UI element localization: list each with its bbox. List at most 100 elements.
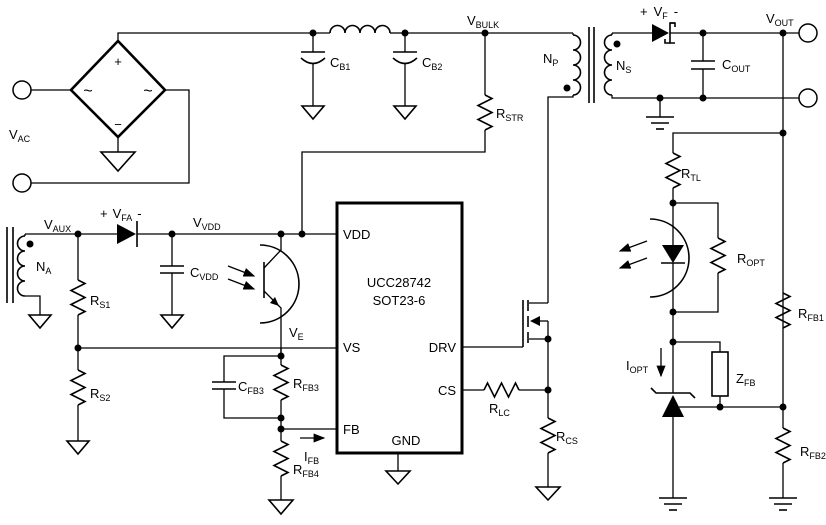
label-rs2: RS2 — [90, 386, 110, 403]
label-rfb1: RFB1 — [798, 306, 824, 323]
label-rcs: RCS — [556, 429, 578, 446]
diode-aux — [117, 224, 136, 244]
photo-transistor-arc — [259, 244, 300, 324]
ground-cb1 — [300, 105, 326, 121]
bridge-ac-left: ~ — [83, 83, 92, 100]
label-vfa: +VFA- — [100, 206, 142, 223]
ac-input: VAC — [9, 80, 190, 193]
resistor-rlc — [483, 381, 520, 399]
label-vbulk: VBULK — [467, 13, 499, 30]
sense-divider: RS1 RS2 — [65, 234, 337, 456]
label-cb1: CB1 — [330, 55, 350, 72]
fb-network: CFB3 RFB3 IFB RFB4 — [212, 348, 337, 516]
light-arrow — [227, 278, 256, 290]
label-vout: VOUT — [766, 11, 794, 28]
feedback-network: RTL ROPT ZFB IOPT — [618, 132, 826, 511]
winding-ns — [603, 34, 613, 96]
label-zfb: ZFB — [736, 371, 755, 388]
ns-polarity-dot — [613, 40, 621, 48]
ground-ic — [384, 470, 412, 486]
bridge-ac-right: ~ — [143, 83, 152, 100]
resistor-rfb3 — [272, 364, 290, 401]
vout-terminal-negative — [798, 88, 818, 108]
label-vaux: VAUX — [44, 217, 71, 234]
optocoupler-led — [662, 245, 684, 263]
pin-vdd: VDD — [343, 227, 370, 242]
label-cb2: CB2 — [422, 55, 442, 72]
pin-gnd: GND — [392, 433, 421, 448]
current-sense: RLC RCS — [462, 381, 578, 502]
ground-rcs — [534, 486, 562, 502]
ground-bridge — [99, 151, 137, 173]
label-np: NP — [543, 51, 558, 68]
aux-winding: NA VAUX — [6, 217, 117, 330]
label-cvdd: CVDD — [190, 265, 219, 282]
bulk-filter: CB1 CB2 VBULK — [300, 13, 573, 121]
ground-rfb2 — [769, 497, 797, 511]
output-section: COUT VOUT — [646, 11, 818, 407]
bridge-plus: + — [114, 54, 122, 69]
winding-na — [16, 235, 26, 297]
ic-part-number: UCC28742 — [367, 275, 431, 290]
light-arrow — [618, 240, 648, 252]
optocoupler-led-arc — [649, 218, 690, 298]
resistor-rfb1 — [774, 292, 792, 329]
emitter-arrow — [270, 297, 279, 306]
optocoupler-transistor: VE — [227, 234, 304, 356]
ic-body — [335, 201, 464, 455]
label-cfb3: CFB3 — [238, 379, 264, 396]
ground-cb2 — [392, 105, 418, 121]
label-ns: NS — [616, 58, 631, 75]
inductor-emi — [329, 24, 391, 34]
pin-drv: DRV — [429, 340, 457, 355]
np-polarity-dot — [563, 84, 571, 92]
diode-output — [652, 24, 669, 42]
label-ropt: ROPT — [737, 251, 765, 268]
resistor-rtl — [664, 152, 682, 189]
transformer-main: NP NS — [543, 27, 799, 303]
bridge-minus: − — [114, 117, 122, 132]
power-mosfet — [462, 300, 549, 390]
pin-fb: FB — [343, 422, 360, 437]
light-arrow — [618, 257, 648, 269]
label-vf: +VF- — [640, 4, 678, 21]
label-vvdd: VVDD — [193, 215, 221, 232]
resistor-rs2 — [69, 369, 87, 406]
resistor-rstr — [476, 94, 494, 131]
label-rstr: RSTR — [496, 106, 524, 123]
junction-dots — [74, 29, 787, 433]
resistor-rcs — [539, 417, 557, 454]
output-rectifier: +VF- — [612, 4, 799, 44]
resistor-rfb4 — [272, 440, 290, 477]
label-na: NA — [36, 259, 51, 276]
label-vac: VAC — [9, 127, 31, 144]
ac-terminal-top — [12, 80, 32, 100]
label-ifb: IFB — [304, 449, 319, 466]
pin-cs: CS — [438, 383, 456, 398]
label-ve: VE — [289, 325, 304, 342]
label-rfb4: RFB4 — [293, 462, 319, 479]
ic-ucc28742: UCC28742 SOT23-6 VDD VS FB DRV CS GND — [335, 201, 464, 486]
label-rlc: RLC — [489, 401, 510, 418]
label-rfb3: RFB3 — [293, 376, 319, 393]
label-iopt: IOPT — [626, 358, 649, 375]
ground-rfb4 — [267, 499, 295, 516]
bridge-rectifier: + − ~ ~ — [69, 32, 313, 173]
light-arrow — [227, 265, 256, 277]
ground-cvdd — [159, 314, 185, 330]
ac-terminal-bottom — [12, 173, 32, 193]
vout-terminal-positive — [798, 23, 818, 43]
label-rs1: RS1 — [90, 293, 110, 310]
ground-shunt — [659, 497, 687, 511]
ground-rs2 — [65, 440, 91, 456]
impedance-zfb — [711, 351, 729, 397]
label-cout: COUT — [722, 57, 751, 74]
label-rfb2: RFB2 — [800, 444, 826, 461]
pin-vs: VS — [343, 340, 361, 355]
resistor-ropt — [709, 237, 727, 274]
cap-cb2 — [392, 57, 418, 65]
ground-na — [27, 314, 53, 330]
ic-package: SOT23-6 — [373, 293, 426, 308]
